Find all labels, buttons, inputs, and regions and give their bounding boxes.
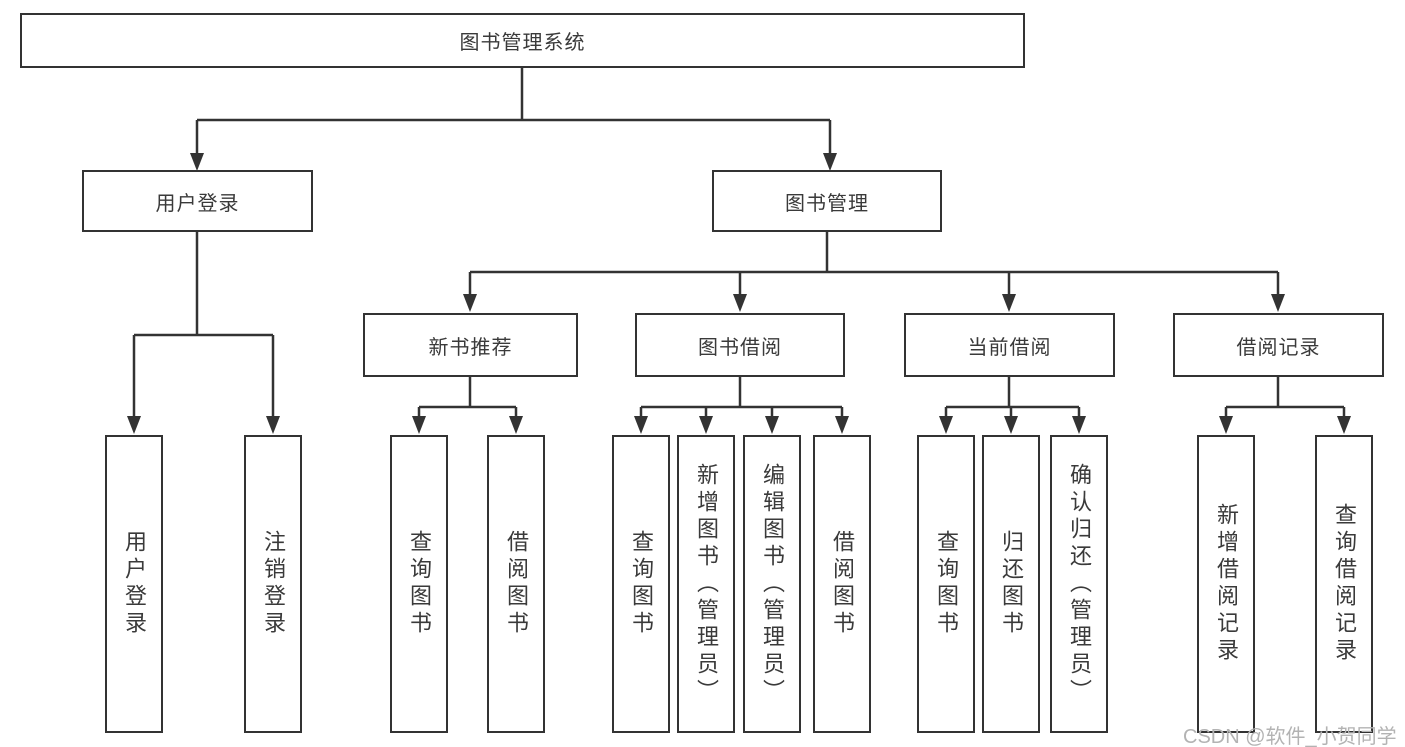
node-label: 查询图书 bbox=[629, 530, 654, 638]
node-book-borrow: 图书借阅 bbox=[635, 313, 845, 377]
arrowhead bbox=[463, 294, 477, 312]
arrowhead bbox=[1072, 416, 1086, 434]
arrowhead bbox=[1002, 294, 1016, 312]
leaf-query-books-recommend: 查询图书 bbox=[390, 435, 448, 733]
leaf-confirm-return-admin: 确认归还（管理员） bbox=[1050, 435, 1108, 733]
leaf-edit-books-admin: 编辑图书（管理员） bbox=[743, 435, 801, 733]
arrowhead bbox=[823, 153, 837, 171]
node-user-login: 用户登录 bbox=[82, 170, 313, 232]
arrowhead bbox=[412, 416, 426, 434]
leaf-add-borrow-record: 新增借阅记录 bbox=[1197, 435, 1255, 733]
node-label: 注销登录 bbox=[261, 530, 286, 638]
node-label: 当前借阅 bbox=[967, 336, 1052, 359]
connector-borrow-records-children bbox=[1219, 377, 1351, 434]
arrowhead bbox=[127, 416, 141, 434]
leaf-user-login: 用户登录 bbox=[105, 435, 163, 733]
node-label: 借阅图书 bbox=[830, 530, 855, 638]
node-book-management: 图书管理 bbox=[712, 170, 942, 232]
node-label: 新增借阅记录 bbox=[1214, 503, 1239, 665]
arrowhead bbox=[939, 416, 953, 434]
node-label: 查询图书 bbox=[934, 530, 959, 638]
connector-current-borrow-children bbox=[939, 377, 1086, 434]
node-label: 查询图书 bbox=[407, 530, 432, 638]
arrowhead bbox=[634, 416, 648, 434]
leaf-add-books-admin: 新增图书（管理员） bbox=[677, 435, 735, 733]
arrowhead bbox=[1004, 416, 1018, 434]
connector-root-to-level2 bbox=[190, 68, 837, 171]
node-label: 图书管理 bbox=[785, 192, 869, 215]
arrowhead bbox=[509, 416, 523, 434]
node-borrow-records: 借阅记录 bbox=[1173, 313, 1384, 377]
arrowhead bbox=[733, 294, 747, 312]
leaf-logout: 注销登录 bbox=[244, 435, 302, 733]
node-label: 查询借阅记录 bbox=[1332, 503, 1357, 665]
node-label: 用户登录 bbox=[122, 530, 147, 638]
node-label: 借阅记录 bbox=[1236, 336, 1321, 359]
node-label: 编辑图书（管理员） bbox=[760, 462, 785, 706]
node-label: 新书推荐 bbox=[428, 336, 513, 359]
arrowhead bbox=[1271, 294, 1285, 312]
arrowhead bbox=[1337, 416, 1351, 434]
node-current-borrow: 当前借阅 bbox=[904, 313, 1115, 377]
arrowhead bbox=[699, 416, 713, 434]
arrowhead bbox=[266, 416, 280, 434]
arrowhead bbox=[1219, 416, 1233, 434]
node-label: 借阅图书 bbox=[504, 530, 529, 638]
arrowhead bbox=[835, 416, 849, 434]
leaf-borrow-books-recommend: 借阅图书 bbox=[487, 435, 545, 733]
arrowhead bbox=[765, 416, 779, 434]
connector-new-book-recommend-children bbox=[412, 377, 523, 434]
node-library-management-system: 图书管理系统 bbox=[20, 13, 1025, 68]
leaf-query-borrow-record: 查询借阅记录 bbox=[1315, 435, 1373, 733]
arrowhead bbox=[190, 153, 204, 171]
connector-book-borrow-children bbox=[634, 377, 849, 434]
leaf-return-books: 归还图书 bbox=[982, 435, 1040, 733]
node-label: 归还图书 bbox=[999, 530, 1024, 638]
leaf-borrow-books: 借阅图书 bbox=[813, 435, 871, 733]
connector-book-management-children bbox=[463, 232, 1285, 312]
leaf-query-books-borrow: 查询图书 bbox=[612, 435, 670, 733]
node-label: 新增图书（管理员） bbox=[694, 462, 719, 706]
node-label: 图书管理系统 bbox=[459, 32, 586, 54]
node-label: 用户登录 bbox=[155, 192, 240, 215]
node-label: 确认归还（管理员） bbox=[1067, 462, 1092, 706]
csdn-watermark: CSDN @软件_小贺同学 bbox=[1183, 726, 1397, 747]
node-new-book-recommend: 新书推荐 bbox=[363, 313, 578, 377]
connector-user-login-children bbox=[127, 232, 280, 434]
leaf-query-books-current: 查询图书 bbox=[917, 435, 975, 733]
node-label: 图书借阅 bbox=[698, 336, 782, 359]
